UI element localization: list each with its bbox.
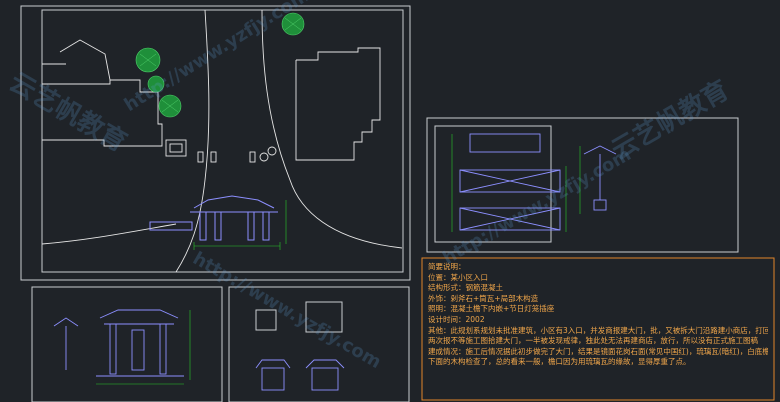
gate-pillar bbox=[214, 211, 222, 241]
notes-lighting: 照明：混凝土檐下内嵌+节日灯笼插座 bbox=[428, 304, 555, 314]
gate-pillar bbox=[247, 211, 255, 241]
bottom-left-sheet bbox=[31, 286, 223, 402]
right-building-outline bbox=[295, 47, 381, 161]
gate-plan bbox=[149, 195, 278, 241]
left-building-outline bbox=[42, 79, 163, 147]
gate-plan-dimensions bbox=[193, 200, 287, 250]
detail-roof bbox=[255, 359, 291, 369]
tree-icon bbox=[147, 75, 165, 93]
elevation-sheet bbox=[426, 117, 739, 253]
column-section bbox=[255, 309, 277, 331]
roof-plan-1 bbox=[469, 133, 541, 153]
site-plan-inner-frame bbox=[41, 9, 404, 273]
trees bbox=[135, 12, 305, 118]
bollard-3 bbox=[249, 151, 256, 163]
lamp-base bbox=[593, 199, 607, 211]
bollard-4 bbox=[259, 152, 269, 162]
design-notes: 简要说明： 位置：某小区入口 结构形式：钢筋混凝土 外饰：剁斧石+筒瓦+局部木构… bbox=[428, 262, 768, 398]
notes-line: 两次报不等施工图拾建大门，一半被发现戒律，独此处无法再建商店，放行，所以没有正式… bbox=[428, 336, 758, 346]
roof-plan-2 bbox=[459, 169, 561, 193]
notes-facade: 外饰：剁斧石+筒瓦+局部木构造 bbox=[428, 293, 539, 303]
gate-roof-curve bbox=[193, 195, 275, 209]
side-road-edge bbox=[41, 223, 177, 245]
notes-structure: 结构形式：钢筋混凝土 bbox=[428, 283, 503, 293]
detail-sheet-frame bbox=[228, 286, 410, 402]
roof-plan-3 bbox=[459, 207, 561, 231]
left-path-line bbox=[59, 39, 111, 81]
notes-location: 位置：某小区入口 bbox=[428, 272, 488, 282]
lamp-roof bbox=[53, 317, 79, 327]
gate-pillar bbox=[199, 211, 207, 241]
bottom-middle-sheet bbox=[228, 286, 410, 402]
site-plan-linework bbox=[41, 9, 403, 273]
pavilion-plan bbox=[305, 301, 343, 333]
guard-house-inner bbox=[169, 143, 183, 153]
road-edge-right bbox=[261, 9, 403, 249]
bollard-5 bbox=[267, 146, 277, 156]
site-plan-sheet bbox=[20, 5, 411, 281]
bollard-1 bbox=[197, 151, 204, 163]
elevation-drawings bbox=[459, 133, 617, 231]
elevation-sheet-frame bbox=[426, 117, 739, 253]
notes-frame bbox=[421, 257, 775, 401]
gate-pillar bbox=[262, 211, 270, 241]
notes-design-time: 设计时间：2002 bbox=[428, 314, 485, 324]
bollard-2 bbox=[210, 151, 217, 163]
notes-line: 建成情况：施工后情况据此初步做完了大门，结果是镜面花岗石面(常见中国红)，琉璃瓦… bbox=[428, 346, 768, 356]
lamp-roof bbox=[583, 145, 617, 155]
road-edge-left bbox=[175, 9, 210, 273]
notes-line: 其他：此规划系规划未批准建筑，小区有3入口，并发商报建大门，批，又被拆大门沿路建… bbox=[428, 325, 768, 335]
notes-line: 下面的木构检查了，总的看来一般，檐口因为用琉璃瓦的缘故，显得厚重了点。 bbox=[428, 357, 691, 367]
front-elevation-frame bbox=[31, 286, 223, 402]
side-wall bbox=[149, 221, 193, 231]
elevation-roof bbox=[99, 309, 179, 319]
notes-title: 简要说明： bbox=[428, 262, 466, 271]
site-plan-outer-frame bbox=[20, 5, 411, 281]
guard-house bbox=[165, 139, 187, 157]
elevation-sub-frame bbox=[434, 125, 552, 243]
front-elevation bbox=[53, 309, 184, 377]
